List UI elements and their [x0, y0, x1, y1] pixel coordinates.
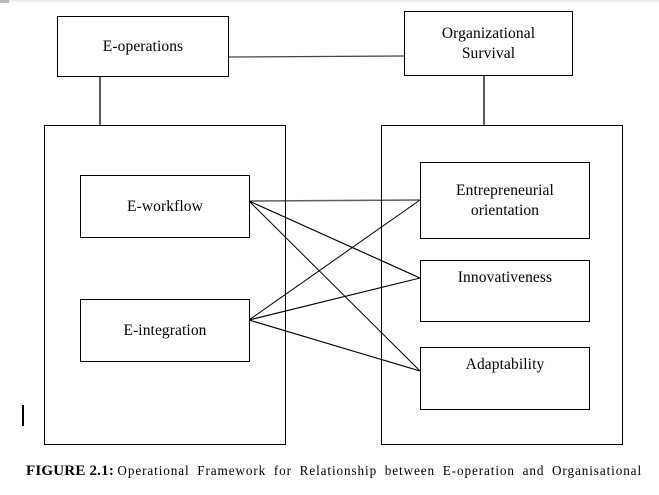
figure-caption-label: FIGURE 2.1: [26, 463, 115, 479]
node-organizational-survival-line1: Organizational [441, 25, 536, 43]
figure-caption: FIGURE 2.1: Operational Framework for Re… [26, 462, 641, 480]
node-e-operations[interactable]: E-operations [57, 16, 229, 77]
node-entrepreneurial-orientation[interactable]: Entrepreneurial orientation [420, 162, 590, 239]
node-entrepreneurial-orientation-label: Entrepreneurial orientation [456, 181, 554, 220]
node-organizational-survival-line2: Survival [461, 44, 516, 62]
node-organizational-survival-label: Organizational Survival [442, 24, 535, 63]
edge-eworkflow-to-innovativeness [248, 200, 421, 279]
node-e-operations-label: E-operations [102, 37, 184, 55]
scan-artifact-strip [0, 0, 659, 3]
figure-caption-text: Operational Framework for Relationship b… [117, 463, 643, 478]
edge-eintegration-to-adaptability [248, 319, 421, 372]
edge-eworkflow-to-adaptability [248, 200, 421, 372]
node-innovativeness-label: Innovativeness [457, 269, 553, 286]
edge-eworkflow-to-entrepreneurial [248, 199, 421, 202]
right-container-group [381, 125, 623, 445]
node-innovativeness[interactable]: Innovativeness [420, 260, 590, 322]
node-entrepreneurial-orientation-line2: orientation [470, 201, 540, 219]
margin-tick-mark [22, 405, 24, 426]
node-e-integration-label: E-integration [123, 321, 207, 339]
node-adaptability-label: Adaptability [465, 356, 545, 373]
node-entrepreneurial-orientation-line1: Entrepreneurial [456, 182, 554, 200]
node-organizational-survival[interactable]: Organizational Survival [404, 11, 573, 76]
node-e-integration[interactable]: E-integration [80, 299, 250, 362]
left-container-group [44, 125, 286, 445]
edge-eintegration-to-innovativeness [248, 277, 421, 321]
node-e-workflow-label: E-workflow [127, 197, 203, 215]
edge-eoperations-to-orgsurvival [228, 55, 405, 58]
node-e-workflow[interactable]: E-workflow [80, 175, 250, 238]
edge-eintegration-to-entrepreneurial [248, 199, 421, 321]
scan-artifact-nub [0, 0, 9, 3]
node-adaptability[interactable]: Adaptability [420, 347, 590, 410]
